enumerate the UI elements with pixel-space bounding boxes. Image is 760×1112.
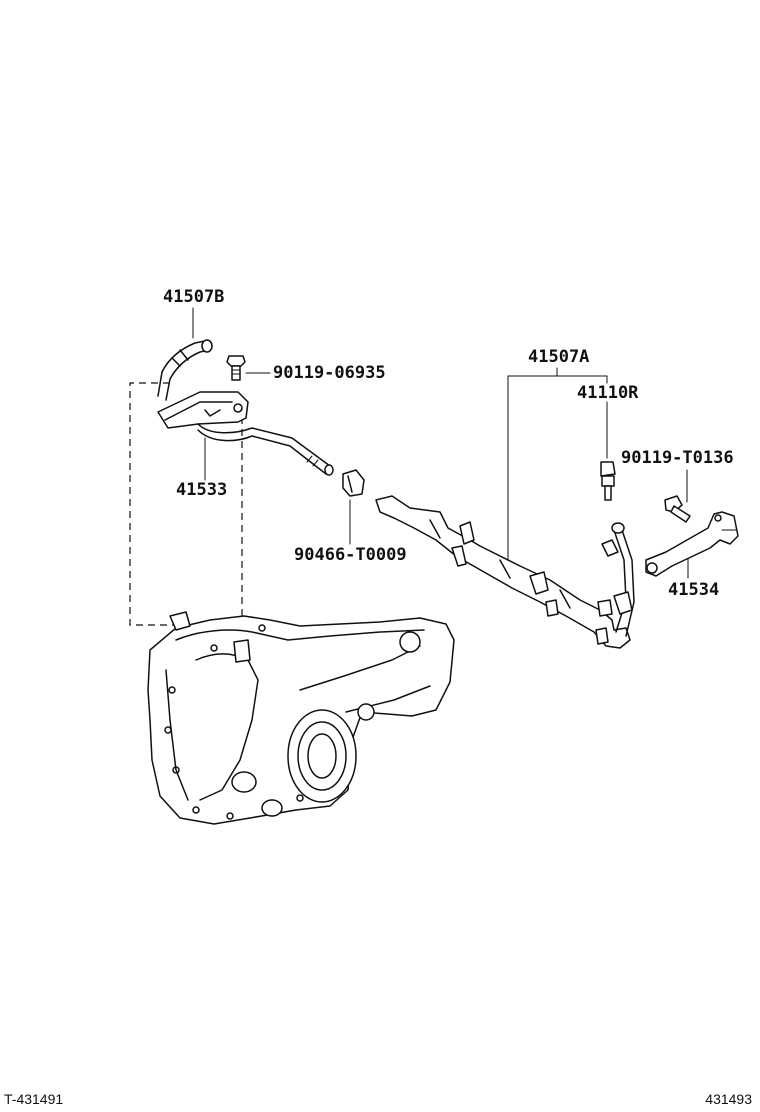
breather-hose-41507b [157, 339, 213, 401]
breather-hose-41507a [375, 495, 635, 649]
callout-41507b: 41507B [163, 287, 225, 307]
callout-90119-t0136: 90119-T0136 [621, 448, 734, 468]
footer-left-code: T-431491 [4, 1091, 64, 1107]
plug-41110r [600, 461, 616, 501]
assembly-dashed-lines [129, 382, 243, 640]
clip-90466-t0009 [342, 469, 365, 497]
transfer-case-housing [147, 611, 455, 825]
bolt-90119-t0136 [664, 495, 691, 523]
callout-90466-t0009: 90466-T0009 [294, 545, 407, 565]
callout-41507a: 41507A [528, 347, 590, 367]
callout-90119-06935: 90119-06935 [273, 363, 386, 383]
callout-41110r: 41110R [577, 383, 639, 403]
bolt-90119-06935 [226, 355, 246, 381]
callout-41533: 41533 [176, 480, 228, 500]
bracket-41534 [645, 511, 739, 577]
callout-41534: 41534 [668, 580, 720, 600]
breather-pipe-41533 [157, 391, 334, 476]
footer-right-code: 431493 [705, 1091, 752, 1107]
